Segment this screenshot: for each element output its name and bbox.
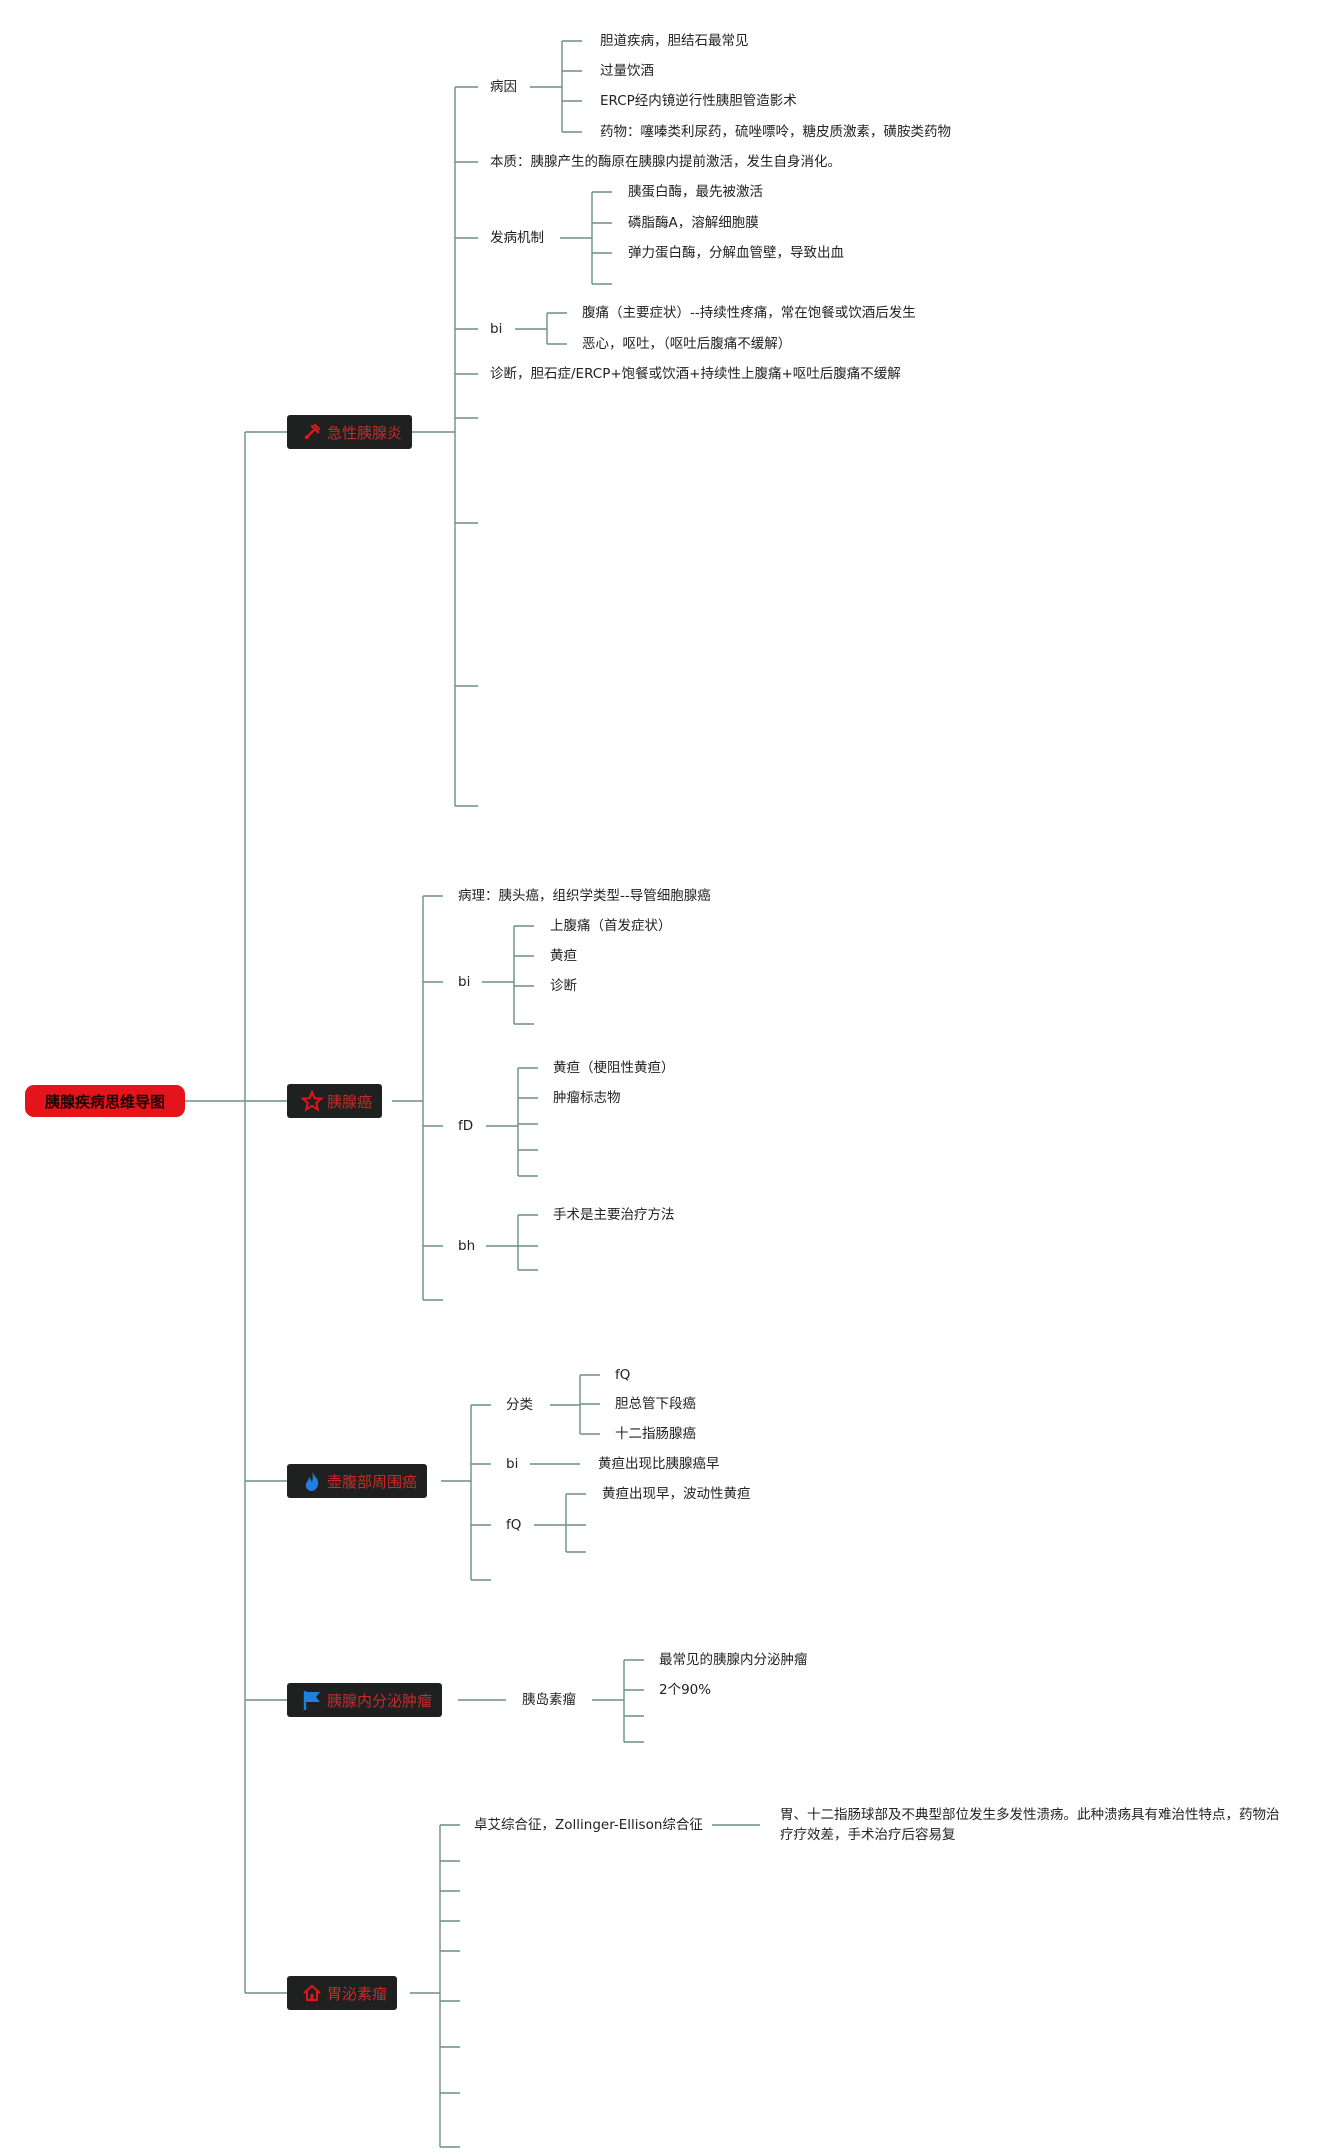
branch-label: 胰腺癌 xyxy=(327,1092,373,1111)
topic-label: 黄疸 xyxy=(550,948,577,964)
topic-label: 恶心，呕吐，（呕吐后腹痛不缓解） xyxy=(582,336,792,352)
topic-label: 卓艾综合征，Zollinger-Ellison综合征 xyxy=(474,1817,703,1833)
topic-label: 弹力蛋白酶，分解血管壁，导致出血 xyxy=(628,245,844,261)
topic-label: 本质：胰腺产生的酶原在胰腺内提前激活，发生自身消化。 xyxy=(490,154,841,170)
topic-label: 磷脂酶A，溶解细胞膜 xyxy=(628,215,759,231)
root-node[interactable]: 胰腺疾病思维导图 xyxy=(25,1085,185,1117)
topic-label: 黄疸出现比胰腺癌早 xyxy=(598,1456,720,1472)
branch-label: 急性胰腺炎 xyxy=(327,423,403,442)
branch-label: 胃泌素瘤 xyxy=(327,1984,388,2003)
topic-label: 手术是主要治疗方法 xyxy=(553,1207,675,1223)
branch-label: 胰腺内分泌肿瘤 xyxy=(327,1691,433,1710)
topic-label: fQ xyxy=(615,1367,631,1383)
topic-label: bi xyxy=(458,974,471,990)
topic-label: 肿瘤标志物 xyxy=(553,1090,621,1106)
topic-label: 胆道疾病，胆结石最常见 xyxy=(600,33,749,49)
tools-icon xyxy=(301,421,323,443)
topic-label: 发病机制 xyxy=(490,230,544,246)
topic-label: bi xyxy=(490,321,503,337)
branch-pancreatic-cancer[interactable]: 胰腺癌 xyxy=(287,1084,383,1118)
flame-icon xyxy=(301,1470,323,1492)
topic-label: 胃、十二指肠球部及不典型部位发生多发性溃疡。此种溃疡具有难治性特点，药物治疗疗效… xyxy=(780,1807,1280,1843)
star-icon xyxy=(301,1090,323,1112)
topic-label: 诊断，胆石症/ERCP+饱餐或饮酒+持续性上腹痛+呕吐后腹痛不缓解 xyxy=(490,366,901,382)
root-label: 胰腺疾病思维导图 xyxy=(44,1092,165,1111)
branch-label: 壶腹部周围癌 xyxy=(327,1472,418,1491)
home-icon xyxy=(301,1982,323,2004)
branch-gastrinoma[interactable]: 胃泌素瘤 xyxy=(287,1976,398,2010)
branch-endocrine-tumor[interactable]: 胰腺内分泌肿瘤 xyxy=(287,1683,443,1717)
flag-icon xyxy=(301,1689,323,1711)
topic-label: fD xyxy=(458,1118,474,1134)
topic-label: 过量饮酒 xyxy=(600,63,654,79)
topic-label: 胰蛋白酶，最先被激活 xyxy=(628,184,763,200)
topic-label: 胰岛素瘤 xyxy=(522,1692,576,1708)
topic-label: 胆总管下段癌 xyxy=(615,1396,696,1412)
topic-label: 分类 xyxy=(506,1397,533,1413)
branch-periampullary-cancer[interactable]: 壶腹部周围癌 xyxy=(287,1464,428,1498)
topic-label: 腹痛（主要症状）--持续性疼痛，常在饱餐或饮酒后发生 xyxy=(582,305,916,321)
topic-label: bh xyxy=(458,1238,476,1254)
topic-label: 最常见的胰腺内分泌肿瘤 xyxy=(659,1652,808,1668)
topic-label: bi xyxy=(506,1456,519,1472)
topic-label: 病理：胰头癌，组织学类型--导管细胞腺癌 xyxy=(458,888,711,904)
topic-label: 黄疸（梗阻性黄疸） xyxy=(553,1060,675,1076)
topic-label: fQ xyxy=(506,1517,522,1533)
topic-label: ERCP经内镜逆行性胰胆管造影术 xyxy=(600,93,797,109)
topic-label: 十二指肠腺癌 xyxy=(615,1426,696,1442)
topic-label: 药物：噻嗪类利尿药，硫唑嘌呤，糖皮质激素，磺胺类药物 xyxy=(600,124,951,140)
topic-label: 病因 xyxy=(490,79,517,95)
topic-label: 黄疸出现早，波动性黄疸 xyxy=(602,1486,751,1502)
topic-label: 诊断 xyxy=(550,978,577,994)
topic-label: 上腹痛（首发症状） xyxy=(550,918,672,934)
branch-acute-pancreatitis[interactable]: 急性胰腺炎 xyxy=(287,415,413,449)
topic-label: 2个90% xyxy=(659,1682,712,1698)
